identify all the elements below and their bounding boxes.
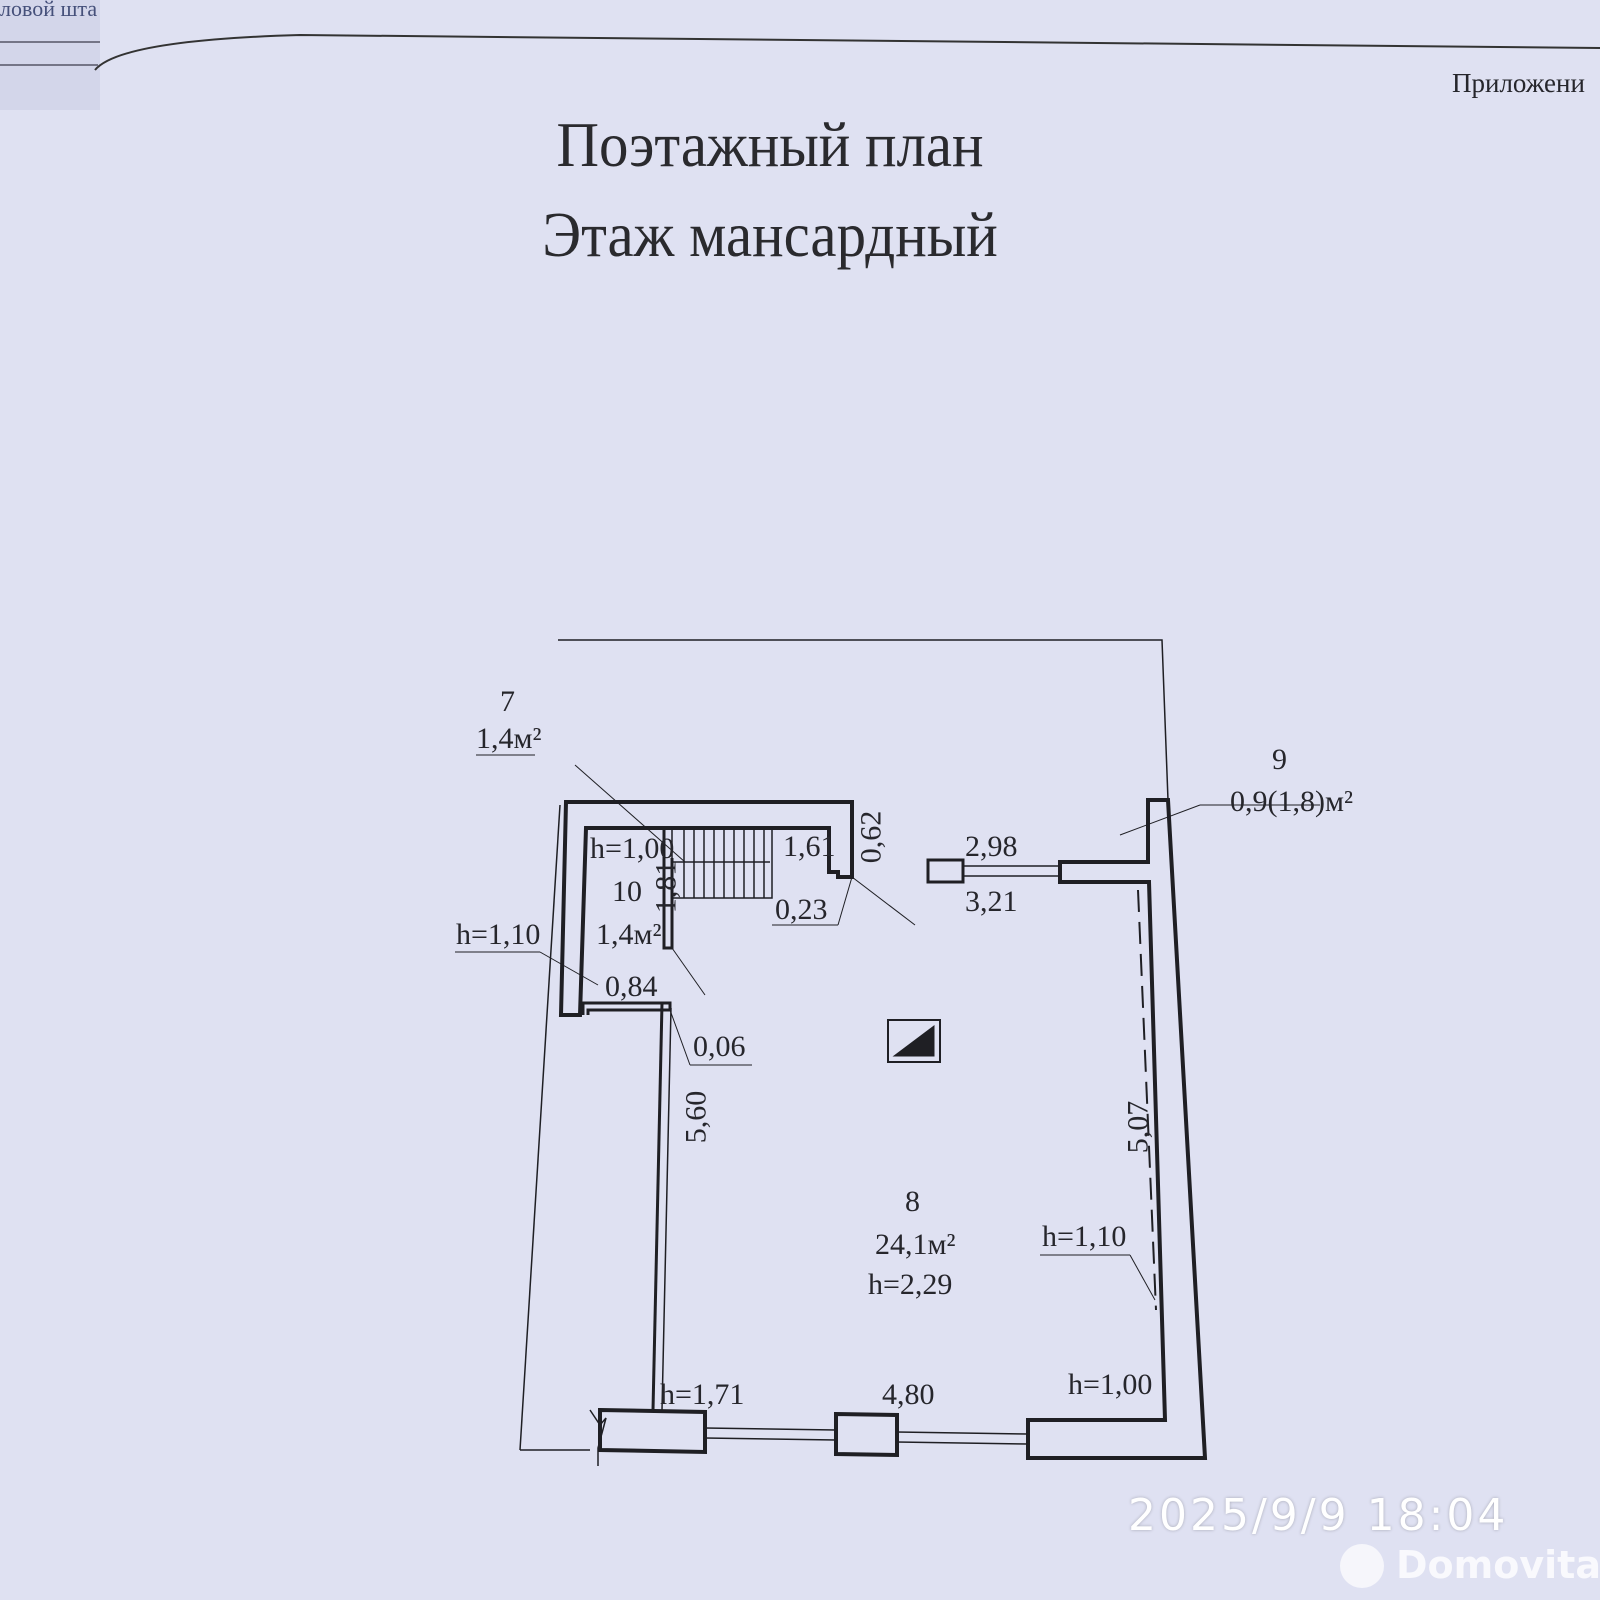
watermark-logo-icon: [1340, 1544, 1384, 1588]
underlying-page: [0, 0, 100, 110]
page-edge: [94, 33, 1600, 71]
dim-label: 0,62: [854, 810, 888, 864]
photo-timestamp: 2025/9/9 18:04: [1128, 1490, 1509, 1541]
dim-label: 2,98: [965, 830, 1018, 863]
room-8-number: 8: [905, 1185, 920, 1218]
dim-label: h=1,10: [456, 918, 541, 951]
wall-north-west: [558, 800, 854, 1017]
page-subtitle: Этаж мансардный: [542, 199, 998, 270]
watermark: Domovita: [1396, 1543, 1600, 1587]
dim-label: h=1,71: [660, 1378, 745, 1411]
corner-fragment: ловой шта: [0, 0, 98, 21]
page-title: Поэтажный план: [556, 109, 984, 180]
dim-label: 0,23: [775, 893, 828, 926]
roof-outline: [558, 639, 1169, 801]
wall-east: [1026, 798, 1208, 1460]
dim-label: 0,84: [605, 970, 658, 1003]
dim-label: 5,60: [679, 1090, 713, 1144]
chimney-symbol: [887, 1019, 941, 1063]
room-9-number: 9: [1272, 743, 1287, 776]
room-10-number: 10: [612, 875, 642, 908]
dim-label: 4,80: [882, 1378, 935, 1411]
dim-label: 1,61: [783, 830, 836, 863]
room-8-area: 24,1м²: [875, 1228, 956, 1261]
staircase: [671, 827, 773, 899]
room-7-area: 1,4м²: [476, 722, 542, 755]
room-8-height: h=2,29: [868, 1268, 953, 1301]
dim-label: h=1,00: [590, 832, 675, 865]
dim-label: 0,06: [693, 1030, 746, 1063]
dim-label: h=1,10: [1042, 1220, 1127, 1253]
dim-label: 1,81: [649, 860, 683, 914]
appendix-label: Приложени: [1452, 68, 1585, 98]
dim-label: 3,21: [965, 885, 1018, 918]
room-7-number: 7: [500, 685, 515, 718]
plan-lines: [455, 639, 1320, 1466]
room-10-area: 1,4м²: [596, 918, 662, 951]
dim-label: h=1,00: [1068, 1368, 1153, 1401]
room-9-area: 0,9(1,8)м²: [1230, 785, 1353, 818]
dim-label: 5,07: [1121, 1100, 1155, 1154]
